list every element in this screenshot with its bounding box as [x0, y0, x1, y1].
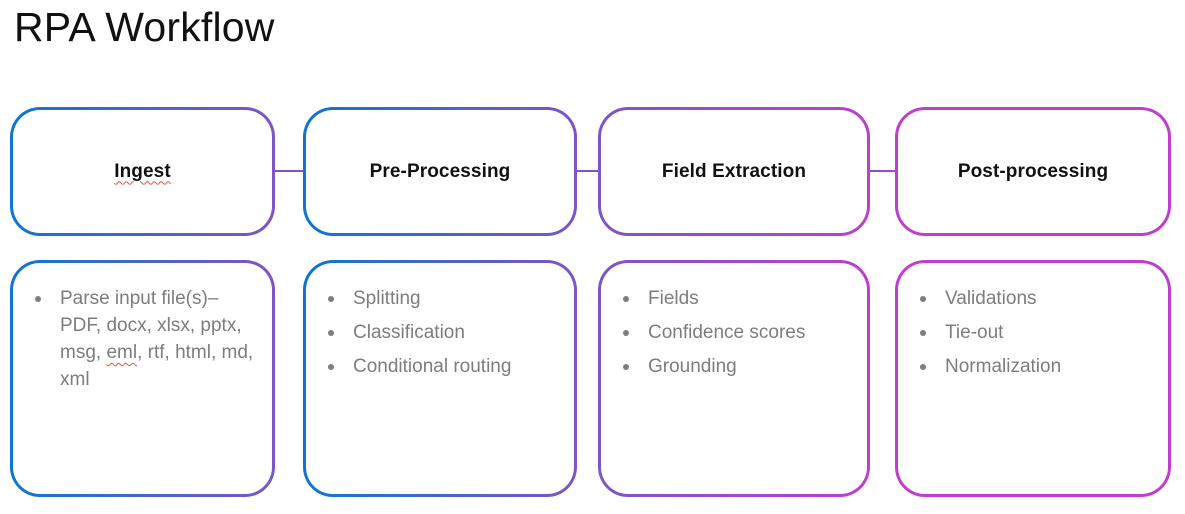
list-item-text: Validations [945, 288, 1037, 309]
misspelled-word: eml [106, 342, 138, 363]
list-item: Tie-out [919, 319, 1156, 346]
list-item: Normalization [919, 353, 1156, 380]
list-item-text: Fields [648, 288, 699, 309]
bullet-dot [920, 364, 926, 370]
detail-box-pre-processing-face: Splitting Classification Conditional rou… [306, 263, 574, 494]
stage-box-pre-processing: Pre-Processing [303, 107, 577, 236]
detail-box-ingest: Parse input file(s)– PDF, docx, xlsx, pp… [10, 260, 275, 497]
list-item: Conditional routing [327, 353, 562, 380]
connector-line-1 [275, 170, 303, 172]
list-item: Parse input file(s)– PDF, docx, xlsx, pp… [34, 285, 260, 393]
stage-label-field-extraction: Field Extraction [661, 160, 807, 182]
detail-box-field-extraction-face: Fields Confidence scores Grounding [601, 263, 867, 494]
bullet-dot [623, 296, 629, 302]
list-item-text: Classification [353, 322, 465, 343]
list-item-text-post: , rtf, html, md, xml [60, 342, 254, 390]
list-item-text: Normalization [945, 356, 1062, 377]
stage-box-ingest-face: Ingest [13, 110, 272, 233]
bullet-dot [920, 296, 926, 302]
stage-label-post-processing: Post-processing [957, 160, 1109, 182]
detail-box-post-processing-face: Validations Tie-out Normalization [898, 263, 1168, 494]
connector-line-3 [870, 170, 895, 172]
list-item: Fields [622, 285, 855, 312]
stage-box-pre-processing-face: Pre-Processing [306, 110, 574, 233]
detail-box-pre-processing: Splitting Classification Conditional rou… [303, 260, 577, 497]
bullet-dot [920, 330, 926, 336]
list-item-text-pre: Parse input file(s)– PDF, docx, xlsx, pp… [60, 288, 242, 363]
list-item: Validations [919, 285, 1156, 312]
list-item-text: Grounding [648, 356, 737, 377]
stage-label-pre-processing: Pre-Processing [369, 160, 511, 182]
list-item-text: Confidence scores [648, 322, 806, 343]
list-item-text: Tie-out [945, 322, 1004, 343]
list-item-text: Conditional routing [353, 356, 512, 377]
stage-box-post-processing-face: Post-processing [898, 110, 1168, 233]
bullet-dot [328, 296, 334, 302]
detail-box-post-processing: Validations Tie-out Normalization [895, 260, 1171, 497]
stage-box-post-processing: Post-processing [895, 107, 1171, 236]
bullet-dot [328, 364, 334, 370]
detail-box-field-extraction: Fields Confidence scores Grounding [598, 260, 870, 497]
list-item-text: Parse input file(s)– PDF, docx, xlsx, pp… [60, 285, 260, 393]
connector-line-2 [577, 170, 598, 172]
bullet-dot [623, 364, 629, 370]
stage-box-ingest: Ingest [10, 107, 275, 236]
detail-box-ingest-face: Parse input file(s)– PDF, docx, xlsx, pp… [13, 263, 272, 494]
list-item-text: Splitting [353, 288, 421, 309]
bullet-dot [35, 296, 41, 302]
list-item: Grounding [622, 353, 855, 380]
bullet-dot [623, 330, 629, 336]
stage-label-ingest: Ingest [114, 160, 171, 182]
page-title: RPA Workflow [14, 4, 275, 50]
list-item: Splitting [327, 285, 562, 312]
list-item: Confidence scores [622, 319, 855, 346]
stage-box-field-extraction: Field Extraction [598, 107, 870, 236]
list-item: Classification [327, 319, 562, 346]
stage-box-field-extraction-face: Field Extraction [601, 110, 867, 233]
bullet-dot [328, 330, 334, 336]
